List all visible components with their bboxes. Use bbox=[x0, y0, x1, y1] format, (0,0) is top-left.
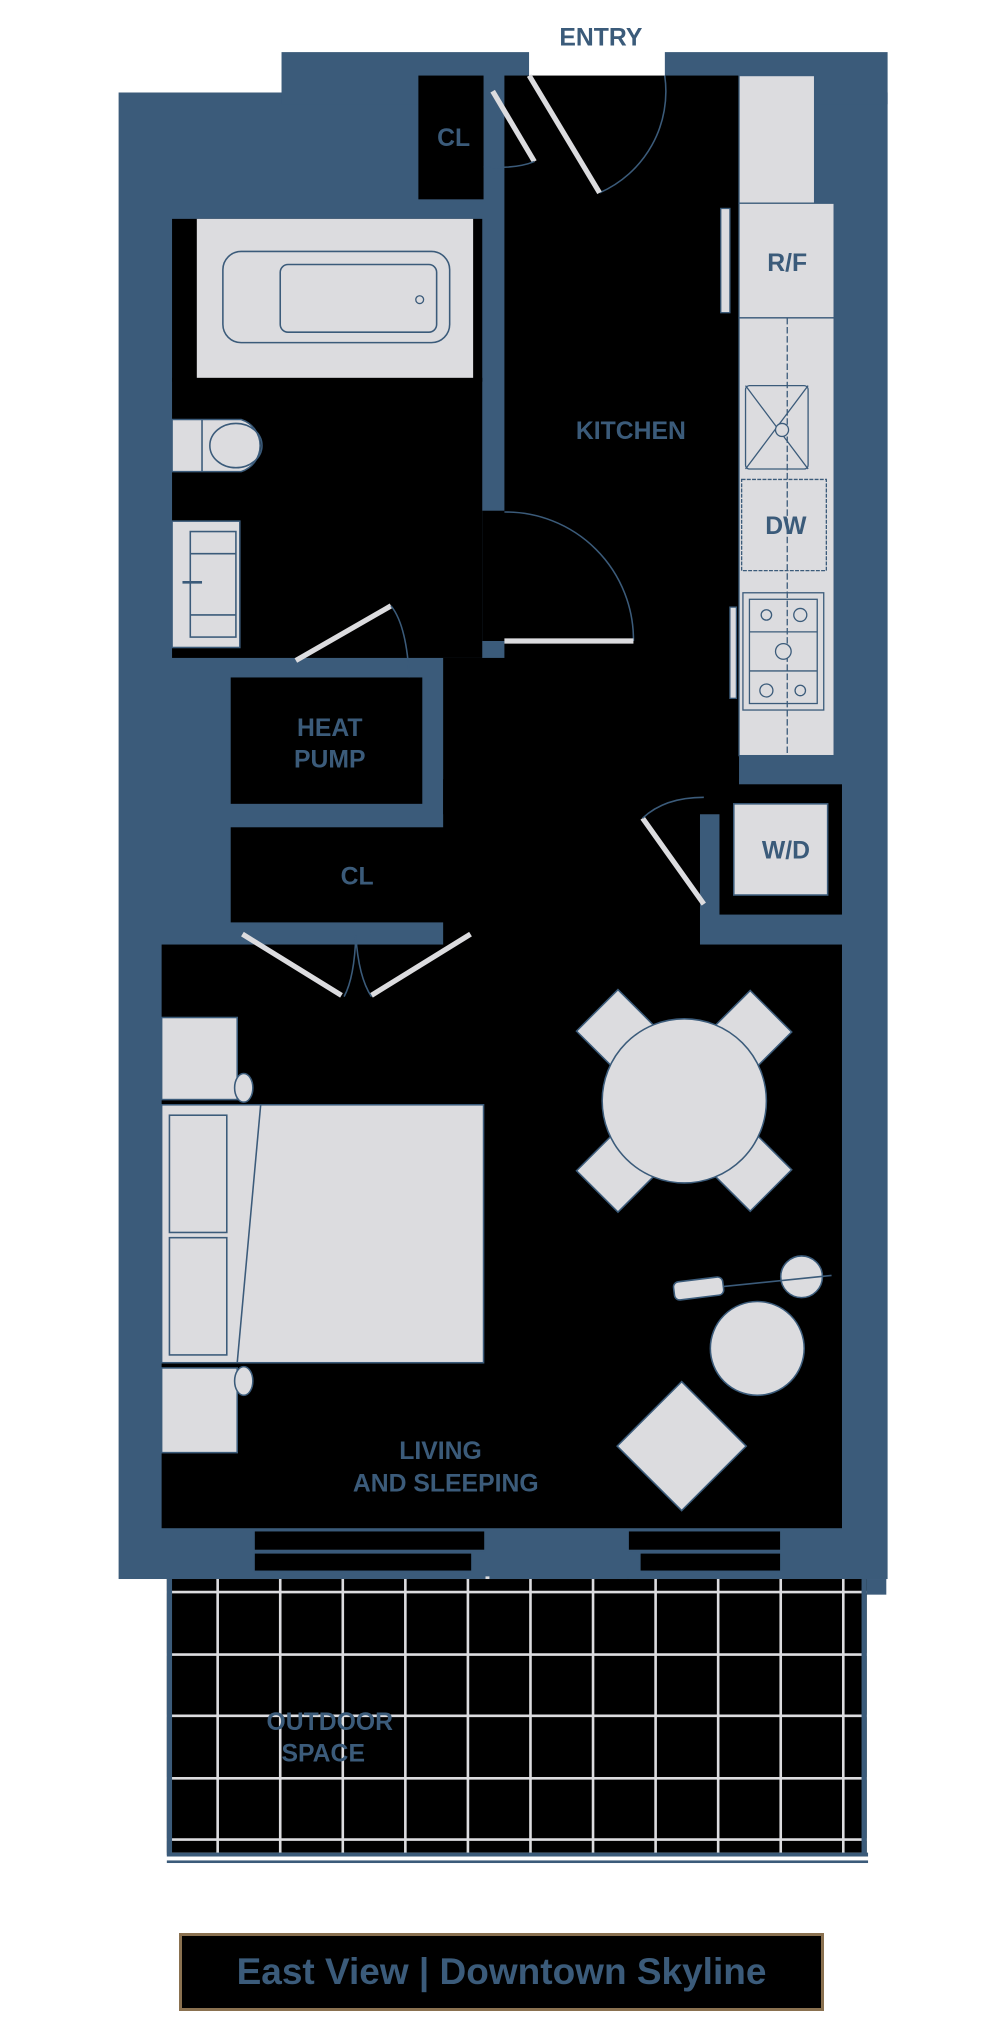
toilet bbox=[171, 418, 263, 473]
kitchen-label: KITCHEN bbox=[576, 418, 686, 445]
dishwasher-label: DW bbox=[765, 513, 807, 540]
entry-closet-label: CL bbox=[437, 125, 470, 152]
bed bbox=[160, 1016, 485, 1454]
refrigerator-label: R/F bbox=[767, 250, 807, 277]
washer-dryer bbox=[733, 803, 829, 896]
living-label-2: AND SLEEPING bbox=[353, 1471, 539, 1498]
outdoor-space bbox=[166, 1579, 869, 1864]
view-caption: East View | Downtown Skyline bbox=[179, 1933, 824, 2011]
outdoor-label-1: OUTDOOR bbox=[266, 1709, 393, 1736]
washer-dryer-label: W/D bbox=[762, 838, 810, 865]
dining-table bbox=[575, 988, 793, 1214]
view-caption-text: East View | Downtown Skyline bbox=[236, 1951, 767, 1992]
windows bbox=[253, 1530, 782, 1572]
kitchen-counter bbox=[720, 74, 835, 757]
vanity-sink bbox=[171, 520, 241, 649]
outdoor-label-2: SPACE bbox=[282, 1740, 365, 1767]
living-label-1: LIVING bbox=[399, 1438, 482, 1465]
entry-label: ENTRY bbox=[559, 25, 642, 52]
heat-pump-label-1: HEAT bbox=[297, 715, 363, 742]
bedroom-closet-label: CL bbox=[341, 864, 374, 891]
living-furniture bbox=[616, 1255, 832, 1512]
bathtub bbox=[196, 218, 474, 378]
refrigerator bbox=[738, 202, 835, 319]
heat-pump-label-2: PUMP bbox=[294, 746, 366, 773]
